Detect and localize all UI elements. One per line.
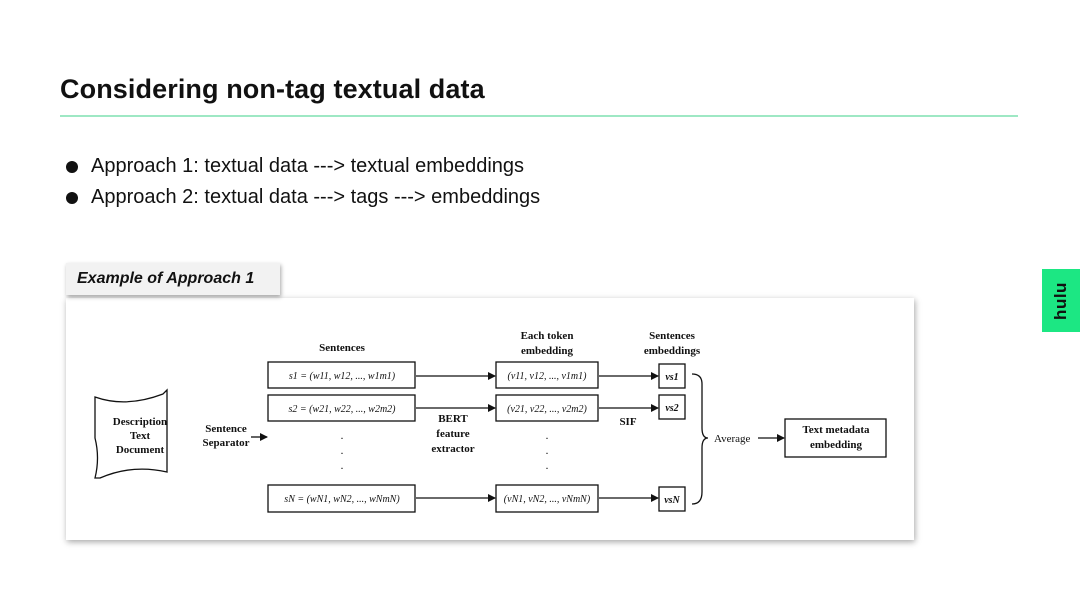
title-divider: [60, 115, 1018, 117]
sentences-header: Sentences: [319, 342, 366, 354]
bullet-item: Approach 2: textual data ---> tags ---> …: [66, 182, 540, 213]
ellipsis: .: [341, 428, 344, 442]
sentence-box: [267, 361, 416, 389]
sentence-box: [267, 394, 416, 422]
token-box: [495, 394, 599, 422]
token-formula: (vN1, vN2, ..., vNmN): [504, 494, 591, 505]
bullet-list: Approach 1: textual data ---> textual em…: [66, 151, 540, 213]
example-label: Example of Approach 1: [66, 263, 280, 295]
sentence-box: [267, 484, 416, 513]
document-label: Text: [130, 430, 151, 442]
bert-label: BERT: [438, 413, 468, 425]
bullet-text: Approach 1: textual data ---> textual em…: [91, 155, 525, 177]
sentence-emb-header: embeddings: [644, 345, 701, 357]
hulu-logo: hulu: [1042, 269, 1080, 332]
bullet-dot-icon: [66, 160, 78, 173]
bullet-text: Approach 2: textual data ---> tags ---> …: [91, 186, 541, 208]
document-label: Description: [113, 416, 167, 428]
sentence-formula: s1 = (w11, w12, ..., w1m1): [289, 371, 396, 382]
ellipsis: .: [341, 458, 344, 472]
token-formula: (v21, v22, ..., v2m2): [507, 404, 587, 415]
ellipsis: .: [546, 428, 549, 442]
sentence-vector: vs1: [665, 372, 678, 383]
vector-box: [658, 394, 686, 420]
token-formula: (v11, v12, ..., v1m1): [508, 371, 588, 382]
sentence-vector: vsN: [664, 495, 680, 506]
ellipsis: .: [546, 458, 549, 472]
sentence-vector: vs2: [665, 403, 678, 414]
document-label: Document: [116, 444, 165, 456]
separator-label: Sentence: [205, 423, 247, 435]
ellipsis: .: [341, 443, 344, 457]
sentence-emb-header: Sentences: [649, 330, 696, 342]
sif-label: SIF: [619, 416, 636, 428]
figure-panel: Description Text Document Sentence Separ…: [66, 298, 914, 540]
pipeline-diagram: Description Text Document Sentence Separ…: [94, 330, 887, 513]
output-box: [784, 418, 887, 458]
sentence-formula: sN = (wN1, wN2, ..., wNmN): [284, 494, 400, 505]
ellipsis: .: [546, 443, 549, 457]
token-box: [495, 361, 599, 389]
document-shape: [94, 388, 168, 479]
token-header: embedding: [521, 345, 573, 357]
token-box: [495, 484, 599, 513]
output-label: Text metadata: [802, 424, 870, 436]
average-brace: [691, 373, 709, 505]
separator-label: Separator: [202, 437, 249, 449]
bullet-dot-icon: [66, 191, 78, 204]
bert-label: extractor: [431, 443, 474, 455]
output-label: embedding: [810, 439, 862, 451]
vector-box: [658, 486, 686, 512]
brand-text: hulu: [1050, 281, 1070, 320]
vector-box: [658, 363, 686, 389]
average-label: Average: [714, 433, 751, 445]
bullet-item: Approach 1: textual data ---> textual em…: [66, 151, 540, 182]
slide-title: Considering non-tag textual data: [60, 74, 485, 104]
sentence-formula: s2 = (w21, w22, ..., w2m2): [288, 404, 396, 415]
bert-label: feature: [436, 428, 470, 440]
token-header: Each token: [521, 330, 574, 342]
